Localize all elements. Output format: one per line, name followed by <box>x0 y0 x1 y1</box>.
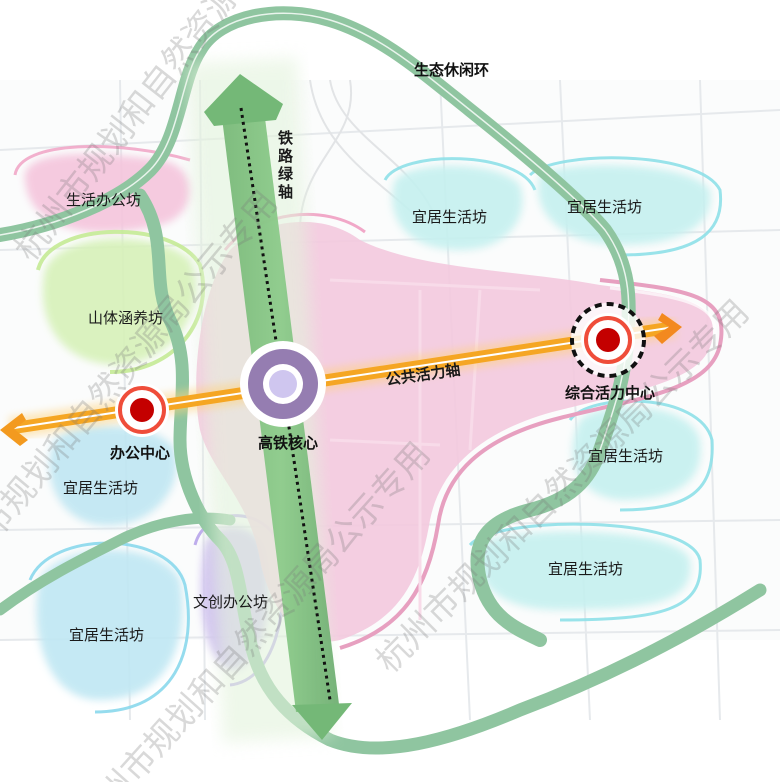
district-livable-sw-label: 宜居生活坊 <box>69 626 145 644</box>
district-livable-e-label: 宜居生活坊 <box>588 447 664 465</box>
office-center-label: 办公中心 <box>110 444 171 462</box>
hsr-core-node <box>240 341 326 427</box>
office-center-node <box>115 383 169 437</box>
district-livable-w-label: 宜居生活坊 <box>63 479 139 497</box>
district-livable-se-label: 宜居生活坊 <box>548 560 624 578</box>
rail-green-axis-label: 铁路绿轴 <box>276 130 294 202</box>
district-mountain-label: 山体涵养坊 <box>88 309 164 327</box>
district-living-office-label: 生活办公坊 <box>66 191 142 209</box>
district-culture-office-label: 文创办公坊 <box>193 593 269 611</box>
district-livable-ne-label: 宜居生活坊 <box>567 198 643 216</box>
vitality-center-node <box>570 302 646 378</box>
hsr-core-label: 高铁核心 <box>258 434 319 452</box>
eco-ring-label: 生态休闲环 <box>414 61 490 79</box>
vitality-center-label: 综合活力中心 <box>565 384 656 402</box>
district-livable-n-label: 宜居生活坊 <box>412 208 488 226</box>
